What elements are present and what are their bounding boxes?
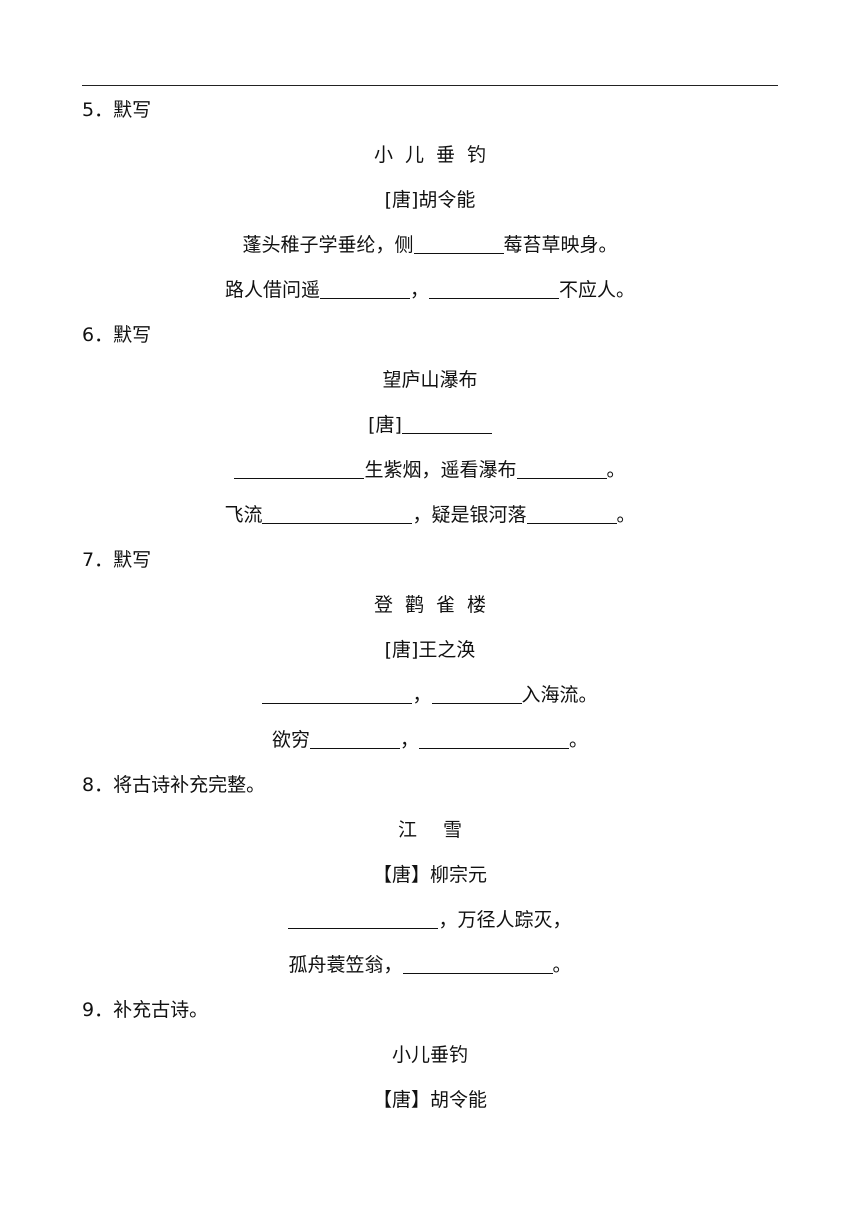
question-6-author: [唐]: [82, 403, 778, 448]
verse-text: ，: [409, 279, 429, 301]
question-5-verse-1: 蓬头稚子学垂纶，侧 莓苔草映身。: [82, 223, 778, 268]
author-text: [唐]: [368, 414, 402, 436]
question-5-author: [唐]胡令能: [384, 189, 476, 211]
verse-text: 。: [569, 729, 589, 751]
fill-blank-author[interactable]: [401, 414, 492, 434]
question-7-poem-title: 登鹳雀楼: [82, 583, 778, 628]
verse-text: 莓苔草映身。: [503, 234, 618, 256]
fill-blank[interactable]: [262, 504, 413, 524]
verse-text: ，疑是银河落: [412, 504, 527, 526]
fill-blank[interactable]: [309, 729, 400, 749]
verse-text: ，万径人踪灭，: [438, 909, 572, 931]
verse-text: 不应人。: [559, 279, 636, 301]
fill-blank[interactable]: [431, 684, 522, 704]
fill-blank[interactable]: [234, 459, 365, 479]
question-6-number: 6．默写: [82, 324, 152, 346]
question-8-number: 8．将古诗补充完整。: [82, 774, 266, 796]
verse-text: 。: [616, 504, 636, 526]
question-5-number: 5．默写: [82, 99, 152, 121]
header-rule: [82, 85, 778, 86]
verse-text: ，: [399, 729, 419, 751]
verse-text: 飞流: [224, 504, 263, 526]
question-7-author: [唐]王之涣: [384, 639, 476, 661]
question-5-verse-2: 路人借问遥 ， 不应人。: [82, 268, 778, 313]
question-8-poem-title: 江雪: [82, 808, 778, 853]
question-9-poem-title: 小儿垂钓: [391, 1044, 468, 1066]
verse-text: 。: [606, 459, 626, 481]
verse-text: 欲穷: [271, 729, 310, 751]
question-9-number: 9．补充古诗。: [82, 999, 209, 1021]
verse-text: 。: [552, 954, 572, 976]
question-8-verse-2: 孤舟蓑笠翁， 。: [82, 943, 778, 988]
worksheet: 5．默写 小儿垂钓 [唐]胡令能 蓬头稚子学垂纶，侧 莓苔草映身。 路人借问遥 ， 不…: [82, 88, 778, 1123]
fill-blank[interactable]: [262, 684, 413, 704]
question-5-poem-title: 小儿垂钓: [82, 133, 778, 178]
question-7-number: 7．默写: [82, 549, 152, 571]
verse-text: 蓬头稚子学垂纶，侧: [242, 234, 414, 256]
fill-blank[interactable]: [413, 234, 504, 254]
verse-text: 生紫烟，遥看瀑布: [364, 459, 517, 481]
fill-blank[interactable]: [419, 729, 569, 749]
fill-blank[interactable]: [319, 279, 410, 299]
poem-title-text: 小儿垂钓: [373, 144, 498, 166]
fill-blank[interactable]: [402, 954, 553, 974]
verse-text: 孤舟蓑笠翁，: [288, 954, 403, 976]
fill-blank[interactable]: [526, 504, 617, 524]
poem-title-text: 登鹳雀楼: [373, 594, 498, 616]
verse-text: 路人借问遥: [224, 279, 320, 301]
fill-blank[interactable]: [288, 909, 439, 929]
fill-blank[interactable]: [516, 459, 607, 479]
fill-blank[interactable]: [429, 279, 559, 299]
verse-text: ，: [412, 684, 432, 706]
question-9-author: 【唐】胡令能: [372, 1089, 487, 1111]
question-6-poem-title: 望庐山瀑布: [382, 369, 478, 391]
question-6-verse-1: 生紫烟，遥看瀑布 。: [82, 448, 778, 493]
question-6-verse-2: 飞流 ，疑是银河落 。: [82, 493, 778, 538]
question-7-verse-1: ， 入海流。: [82, 673, 778, 718]
question-8-author: 【唐】柳宗元: [372, 864, 487, 886]
question-8-verse-1: ，万径人踪灭，: [82, 898, 778, 943]
poem-title-text: 江雪: [397, 819, 488, 841]
verse-text: 入海流。: [521, 684, 598, 706]
question-7-verse-2: 欲穷 ， 。: [82, 718, 778, 763]
